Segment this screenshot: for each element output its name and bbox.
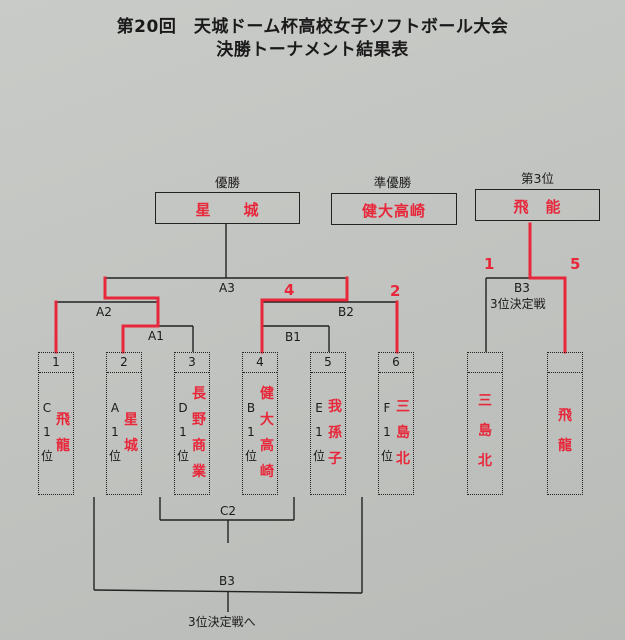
third-place-slot: 三島北: [467, 352, 503, 495]
school-name-char: 北: [478, 453, 492, 469]
red-path-third: [528, 222, 567, 354]
school-name-char: 島: [478, 423, 492, 439]
block-seed-char: E: [315, 401, 323, 415]
third-school: 飛 能: [513, 198, 562, 216]
score-third-left: 1: [484, 255, 495, 273]
slot-header: [468, 353, 502, 373]
slot-body: 飛龍: [548, 373, 582, 493]
block-seed-char: 1: [383, 425, 391, 439]
block-seed-char: 位: [108, 449, 121, 463]
block-seed-char: 1: [247, 425, 255, 439]
school-name-char: 商: [192, 438, 206, 454]
team-number: 4: [243, 353, 277, 373]
school-name-char: 高: [260, 438, 274, 454]
school-name-char: 龍: [558, 438, 572, 454]
school-name-char: 孫: [328, 425, 342, 441]
school-name-char: 健: [260, 386, 274, 402]
red-path-team4: [260, 276, 349, 354]
school-name-char: 大: [260, 412, 274, 428]
block-seed-char: 位: [176, 449, 189, 463]
match-a2: A2: [96, 305, 112, 319]
team-body: C 1 位 飛龍: [39, 373, 73, 493]
block-seed-char: 1: [43, 425, 51, 439]
third-label: 第3位: [521, 171, 554, 186]
team-number: 5: [311, 353, 345, 373]
champion-label: 優勝: [214, 175, 240, 190]
third-place-slot: 飛龍: [547, 352, 583, 495]
school-name-char: 業: [192, 464, 206, 480]
champion-school: 星 城: [195, 201, 260, 219]
school-name-char: 三: [396, 399, 410, 415]
school-name-char: 星: [124, 412, 138, 428]
runner-up-label: 準優勝: [373, 175, 412, 190]
block-seed-char: 1: [179, 425, 187, 439]
score-b2-right: 2: [390, 282, 401, 300]
block-seed-char: F: [383, 401, 391, 415]
school-name-char: 北: [396, 451, 410, 467]
match-bottom-b3: B3: [219, 574, 235, 588]
team-body: E 1 位 我孫子: [311, 373, 345, 493]
school-name-char: 崎: [260, 464, 274, 480]
score-b2-left: 4: [284, 281, 295, 299]
school-name-char: 飛: [558, 408, 572, 424]
team-number: 2: [107, 353, 141, 373]
block-seed-char: 位: [312, 449, 325, 463]
b3b-line: [93, 589, 363, 594]
school-name-char: 城: [124, 438, 138, 454]
school-name-char: 飛: [56, 412, 70, 428]
match-a3: A3: [219, 281, 235, 295]
block-seed-char: D: [178, 401, 188, 415]
block-seed-char: C: [42, 401, 52, 415]
block-seed-char: 位: [244, 449, 257, 463]
red-path-team2: [103, 276, 160, 354]
block-seed-char: 1: [111, 425, 119, 439]
block-seed-char: 1: [315, 425, 323, 439]
school-name-char: 長: [192, 386, 206, 402]
school-name-char: 子: [328, 451, 342, 467]
team-body: D 1 位 長野商業: [175, 373, 209, 493]
match-b1: B1: [285, 330, 301, 344]
block-seed-char: 位: [380, 449, 393, 463]
team-number: 1: [39, 353, 73, 373]
slot-header: [548, 353, 582, 373]
champion-box: 星 城: [155, 192, 300, 224]
tournament-subtitle: 決勝トーナメント結果表: [216, 40, 409, 60]
block-seed-char: A: [110, 401, 120, 415]
match-b2: B2: [338, 305, 354, 319]
school-name-char: 三: [478, 393, 492, 409]
school-name-char: 島: [396, 425, 410, 441]
team-number: 3: [175, 353, 209, 373]
school-name-char: 野: [192, 412, 206, 428]
slot-body: 三島北: [468, 373, 502, 493]
match-b3: B3: [514, 281, 530, 295]
match-b3-sub: 3位決定戦: [490, 297, 546, 311]
score-third-right: 5: [570, 255, 581, 273]
team-body: A 1 位 星城: [107, 373, 141, 493]
school-name-char: 龍: [56, 438, 70, 454]
school-name-char: 我: [328, 399, 342, 415]
runner-up-school: 健大高崎: [361, 202, 426, 220]
tournament-title: 第20回 天城ドーム杯高校女子ソフトボール大会: [116, 17, 509, 37]
block-seed-char: 位: [40, 449, 53, 463]
match-a1: A1: [148, 329, 164, 343]
team-body: F 1 位 三島北: [379, 373, 413, 493]
third-box: 飛 能: [475, 189, 600, 221]
to-third-place-label: 3位決定戦へ: [188, 615, 256, 629]
match-c2: C2: [220, 504, 237, 518]
block-seed-char: B: [246, 401, 256, 415]
team-number: 6: [379, 353, 413, 373]
team-body: B 1 位 健大高崎: [243, 373, 277, 493]
runner-up-box: 健大高崎: [331, 193, 457, 225]
